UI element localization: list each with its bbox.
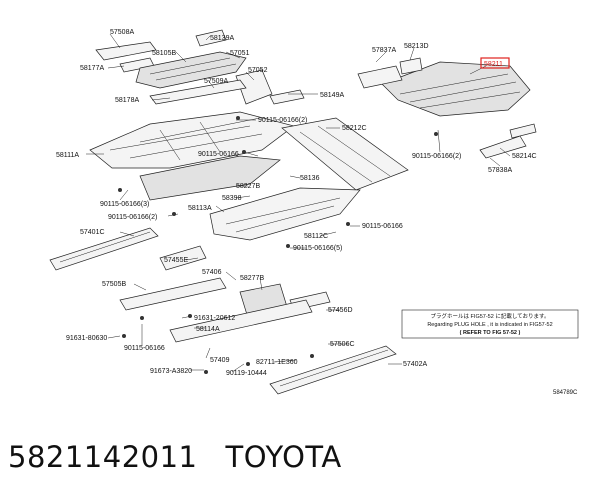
label-58177A[interactable]: 58177A <box>80 65 104 72</box>
brand-name: TOYOTA <box>225 440 342 474</box>
label-58214C[interactable]: 58214C <box>512 153 537 160</box>
label-57406[interactable]: 57406 <box>202 269 222 276</box>
label-82711-1E360[interactable]: 82711-1E360 <box>256 359 298 366</box>
label-58149A[interactable]: 58149A <box>320 92 344 99</box>
footer: 5821142011 TOYOTA <box>8 440 342 480</box>
label-90115-06166-2-right[interactable]: 90115-06166(2) <box>412 153 461 160</box>
label-90115-06166-5[interactable]: 90115-06166(5) <box>293 245 342 252</box>
label-58178A[interactable]: 58178A <box>115 97 139 104</box>
label-91631-80630[interactable]: 91631-80630 <box>66 335 107 342</box>
label-58114A[interactable]: 58114A <box>196 326 220 333</box>
label-58398[interactable]: 58398 <box>222 195 242 202</box>
label-58212C[interactable]: 58212C <box>342 125 367 132</box>
label-58213D[interactable]: 58213D <box>404 43 429 50</box>
label-90115-06166-right[interactable]: 90115-06166 <box>362 223 403 230</box>
label-58227B[interactable]: 58227B <box>236 183 260 190</box>
note-line-1: プラグホールは FIG57-52 に記載しております。 <box>431 312 550 320</box>
highlight-box <box>480 57 510 69</box>
label-57401C[interactable]: 57401C <box>80 229 105 236</box>
leader-lines <box>86 33 511 373</box>
note-line-3: ( REFER TO FIG 57-52 ) <box>460 330 521 336</box>
label-57052[interactable]: 57052 <box>248 67 268 74</box>
label-57506C[interactable]: 57506C <box>330 341 355 348</box>
label-58111A[interactable]: 58111A <box>56 152 79 159</box>
label-90115-06166-bottom[interactable]: 90115-06166 <box>124 345 165 352</box>
label-57455E[interactable]: 57455E <box>164 257 188 264</box>
label-57509A[interactable]: 57509A <box>204 78 228 85</box>
label-58139A[interactable]: 58139A <box>210 35 234 42</box>
label-57456D[interactable]: 57456D <box>328 307 353 314</box>
label-57402A[interactable]: 57402A <box>403 361 427 368</box>
label-58136[interactable]: 58136 <box>300 175 320 182</box>
label-57051[interactable]: 57051 <box>230 50 250 57</box>
label-90115-06166-3[interactable]: 90115-06166(3) <box>100 201 149 208</box>
label-57508A[interactable]: 57508A <box>110 29 134 36</box>
label-91631-20612[interactable]: 91631-20612 <box>194 315 235 322</box>
label-90115-06166-2-left[interactable]: 90115-06166(2) <box>108 214 157 221</box>
label-90115-06166-mid[interactable]: 90115-06166 <box>198 151 239 158</box>
label-91673-A3820[interactable]: 91673-A3820 <box>150 368 192 375</box>
bolt-markers <box>118 116 438 374</box>
label-58277B[interactable]: 58277B <box>240 275 264 282</box>
note-line-2: Regarding PLUG HOLE , it is indicated in… <box>427 322 552 328</box>
note-box: プラグホールは FIG57-52 に記載しております。 Regarding PL… <box>401 309 579 339</box>
label-90115-06166-2-top[interactable]: 90115-06166(2) <box>258 117 307 124</box>
label-58211-highlighted[interactable]: 58211 <box>484 61 503 68</box>
part-shapes <box>49 29 537 395</box>
label-57837A[interactable]: 57837A <box>372 47 396 54</box>
label-58112C[interactable]: 58112C <box>304 233 328 240</box>
label-57409[interactable]: 57409 <box>210 357 230 364</box>
label-57838A[interactable]: 57838A <box>488 167 512 174</box>
parts-diagram: 57508A 58139A 58177A 58105B 57051 57052 … <box>49 29 579 396</box>
label-58105B[interactable]: 58105B <box>152 50 176 57</box>
part-number: 5821142011 <box>8 440 198 474</box>
part-labels: 57508A 58139A 58177A 58105B 57051 57052 … <box>56 29 578 396</box>
label-58113A[interactable]: 58113A <box>188 205 212 212</box>
label-57505B[interactable]: 57505B <box>102 281 126 288</box>
label-90119-10444[interactable]: 90119-10444 <box>226 370 267 377</box>
label-584789C: 584789C <box>553 390 578 396</box>
